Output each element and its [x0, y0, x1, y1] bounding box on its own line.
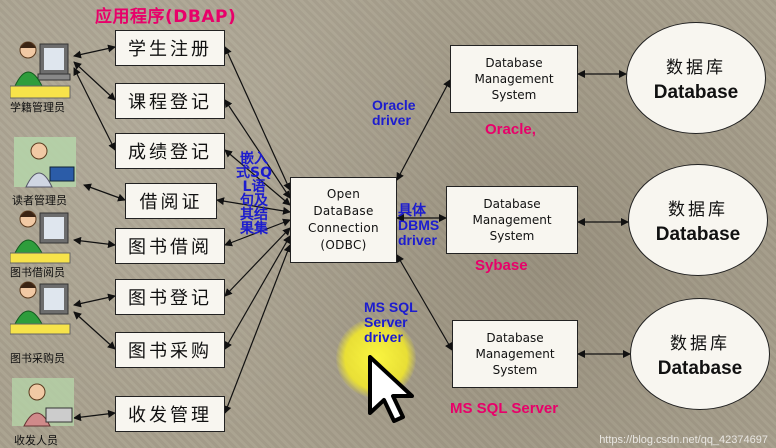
database-cn-label: 数据库 — [666, 57, 726, 78]
database-en-label: Database — [653, 81, 739, 103]
user-student-admin-icon — [9, 36, 72, 100]
app-box: 借阅证 — [125, 183, 217, 219]
app-box: 成绩登记 — [115, 133, 225, 169]
vendor-label: Sybase — [475, 257, 528, 274]
user-reader-admin-icon — [14, 137, 76, 201]
app-box: 图书借阅 — [115, 228, 225, 264]
vendor-label: Oracle, — [485, 121, 536, 138]
watermark: https://blog.csdn.net/qq_42374697 — [599, 434, 768, 446]
user-librarian-icon — [9, 205, 72, 269]
database-mssql: 数据库 Database — [630, 298, 770, 410]
app-box: 图书登记 — [115, 279, 225, 315]
database-cn-label: 数据库 — [670, 333, 730, 354]
user-label: 图书借阅员 — [10, 266, 65, 279]
app-box: 图书采购 — [115, 332, 225, 368]
user-label: 收发人员 — [14, 434, 58, 447]
database-cn-label: 数据库 — [668, 199, 728, 220]
user-label: 图书采购员 — [10, 352, 65, 365]
dbms-box-sybase: Database Management System — [446, 186, 578, 254]
generic-driver-label: 具体 DBMS driver — [398, 202, 440, 248]
user-dispatcher-icon — [12, 378, 74, 442]
dbms-box-oracle: Database Management System — [450, 45, 578, 113]
database-en-label: Database — [657, 357, 743, 379]
oracle-driver-label: Oracle driver — [372, 97, 416, 128]
user-label: 读者管理员 — [12, 194, 67, 207]
mssql-driver-label: MS SQL Server driver — [364, 299, 418, 345]
user-purchaser-icon — [9, 276, 72, 340]
app-box: 收发管理 — [115, 396, 225, 432]
database-en-label: Database — [655, 223, 741, 245]
database-oracle: 数据库 Database — [626, 22, 766, 134]
app-box: 课程登记 — [115, 83, 225, 119]
vendor-label: MS SQL Server — [450, 400, 559, 417]
diagram-title: 应用程序(DBAP) — [95, 7, 237, 27]
user-label: 学籍管理员 — [10, 101, 65, 114]
app-box: 学生注册 — [115, 30, 225, 66]
database-sybase: 数据库 Database — [628, 164, 768, 276]
mouse-pointer-icon — [368, 355, 418, 429]
embedded-sql-label: 嵌入式SQL语句及其结果集 — [236, 151, 272, 237]
odbc-box: Open DataBase Connection (ODBC) — [290, 177, 397, 263]
dbms-box-mssql: Database Management System — [452, 320, 578, 388]
